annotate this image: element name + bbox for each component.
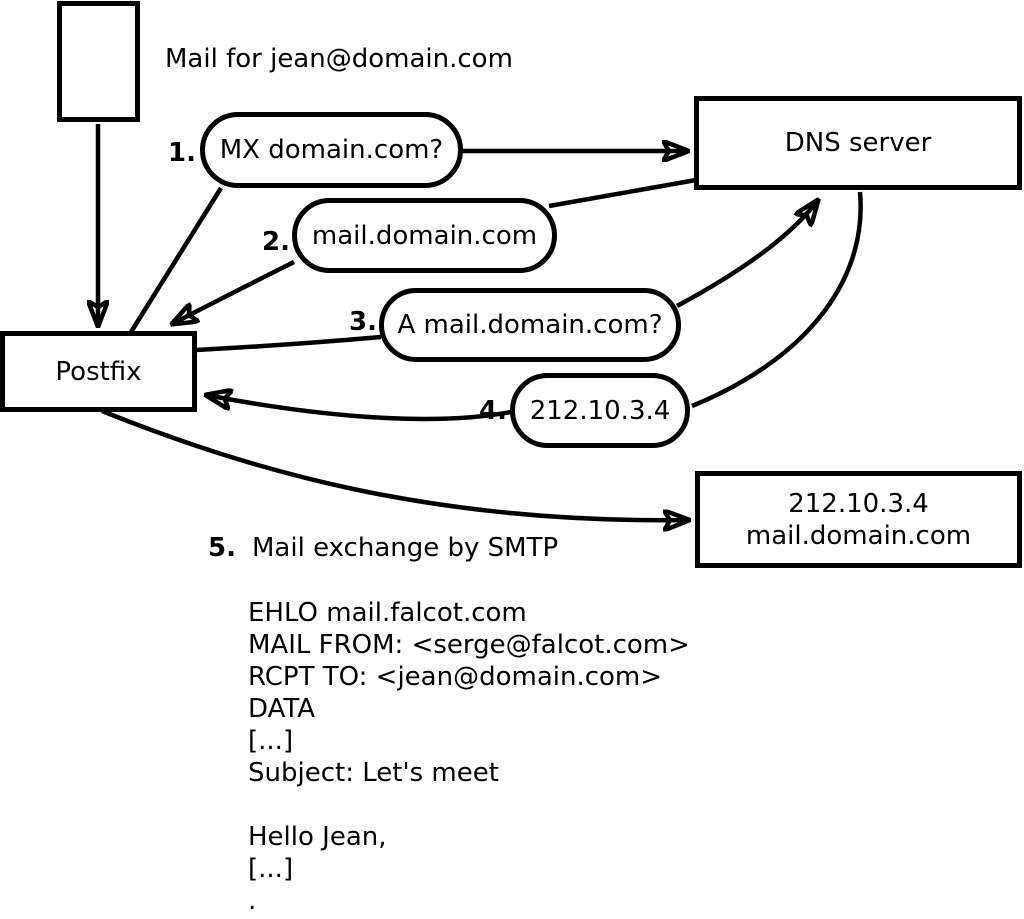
- mail-server-hostname: mail.domain.com: [745, 520, 972, 551]
- mail-server-ip: 212.10.3.4: [788, 488, 929, 519]
- postfix-node: Postfix: [0, 331, 197, 412]
- smtp-line: DATA: [248, 694, 315, 724]
- smtp-line: EHLO mail.falcot.com: [248, 598, 527, 628]
- dns-server-label: DNS server: [784, 128, 932, 158]
- step-4-label: 212.10.3.4: [529, 395, 671, 426]
- dns-server-node: DNS server: [694, 96, 1022, 190]
- step-2-bubble: mail.domain.com: [292, 198, 557, 273]
- step-4-number: 4.: [479, 396, 507, 426]
- step-2-number: 2.: [262, 227, 290, 257]
- smtp-line: .: [248, 886, 257, 916]
- arrow-step3-bubble-to-dns: [675, 200, 818, 308]
- step-5-label: Mail exchange by SMTP: [252, 533, 559, 563]
- line-dns-to-step4-bubble: [691, 191, 863, 409]
- step-3-label: A mail.domain.com?: [397, 310, 663, 340]
- smtp-line: RCPT TO: <jean@domain.com>: [248, 662, 663, 692]
- smtp-line: [...]: [248, 854, 294, 884]
- step-3-bubble: A mail.domain.com?: [379, 288, 681, 362]
- mail-server-node: 212.10.3.4 mail.domain.com: [695, 471, 1022, 568]
- smtp-line: MAIL FROM: <serge@falcot.com>: [248, 630, 690, 660]
- step-4-bubble: 212.10.3.4: [510, 373, 690, 448]
- step-2-label: mail.domain.com: [311, 220, 538, 251]
- smtp-line: [...]: [248, 726, 294, 756]
- smtp-line: Subject: Let's meet: [248, 758, 499, 788]
- postfix-label: Postfix: [55, 356, 142, 387]
- arrow-step2-bubble-to-postfix: [172, 259, 296, 324]
- incoming-mail-icon: [57, 1, 140, 122]
- line-dns-to-step2-bubble: [548, 177, 697, 209]
- step-1-number: 1.: [168, 138, 196, 168]
- step-3-number: 3.: [349, 307, 377, 337]
- step-1-label: MX domain.com?: [219, 135, 444, 165]
- mail-caption: Mail for jean@domain.com: [165, 44, 513, 74]
- smtp-session-transcript: EHLO mail.falcot.com MAIL FROM: <serge@f…: [248, 597, 690, 917]
- step-5-number: 5.: [208, 533, 236, 563]
- arrow-step4-bubble-to-postfix: [206, 395, 512, 422]
- smtp-line: [248, 789, 690, 821]
- smtp-line: Hello Jean,: [248, 822, 387, 852]
- arrow-postfix-to-mail-server: [101, 408, 689, 520]
- line-postfix-to-step3-bubble: [195, 334, 382, 353]
- step-1-bubble: MX domain.com?: [200, 112, 463, 188]
- line-postfix-to-step1-bubble: [129, 186, 223, 334]
